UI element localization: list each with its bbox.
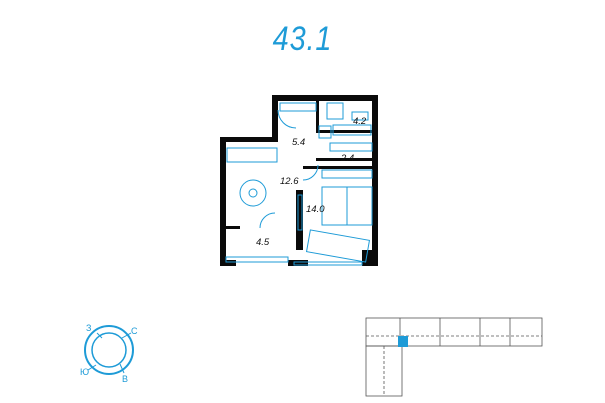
room-area-kitchen-living: 12.6 — [280, 176, 299, 187]
building-key-plan — [365, 317, 543, 397]
walls — [220, 95, 378, 266]
room-area-bedroom: 14.0 — [306, 204, 325, 215]
fixtures — [225, 102, 373, 266]
compass-west: З — [86, 323, 91, 333]
room-area-wardrobe: 2.4 — [340, 153, 354, 164]
selected-apartment-highlight — [398, 336, 408, 347]
compass: З С Ю В — [80, 323, 138, 384]
compass-east: В — [122, 374, 128, 384]
room-area-hallway: 5.4 — [292, 137, 305, 148]
compass-south: Ю — [80, 367, 89, 377]
compass-north: С — [131, 326, 138, 336]
room-area-balcony: 4.5 — [256, 237, 270, 248]
apartment-area-title: 43.1 — [272, 20, 333, 58]
room-area-bathroom: 4.2 — [353, 116, 367, 127]
